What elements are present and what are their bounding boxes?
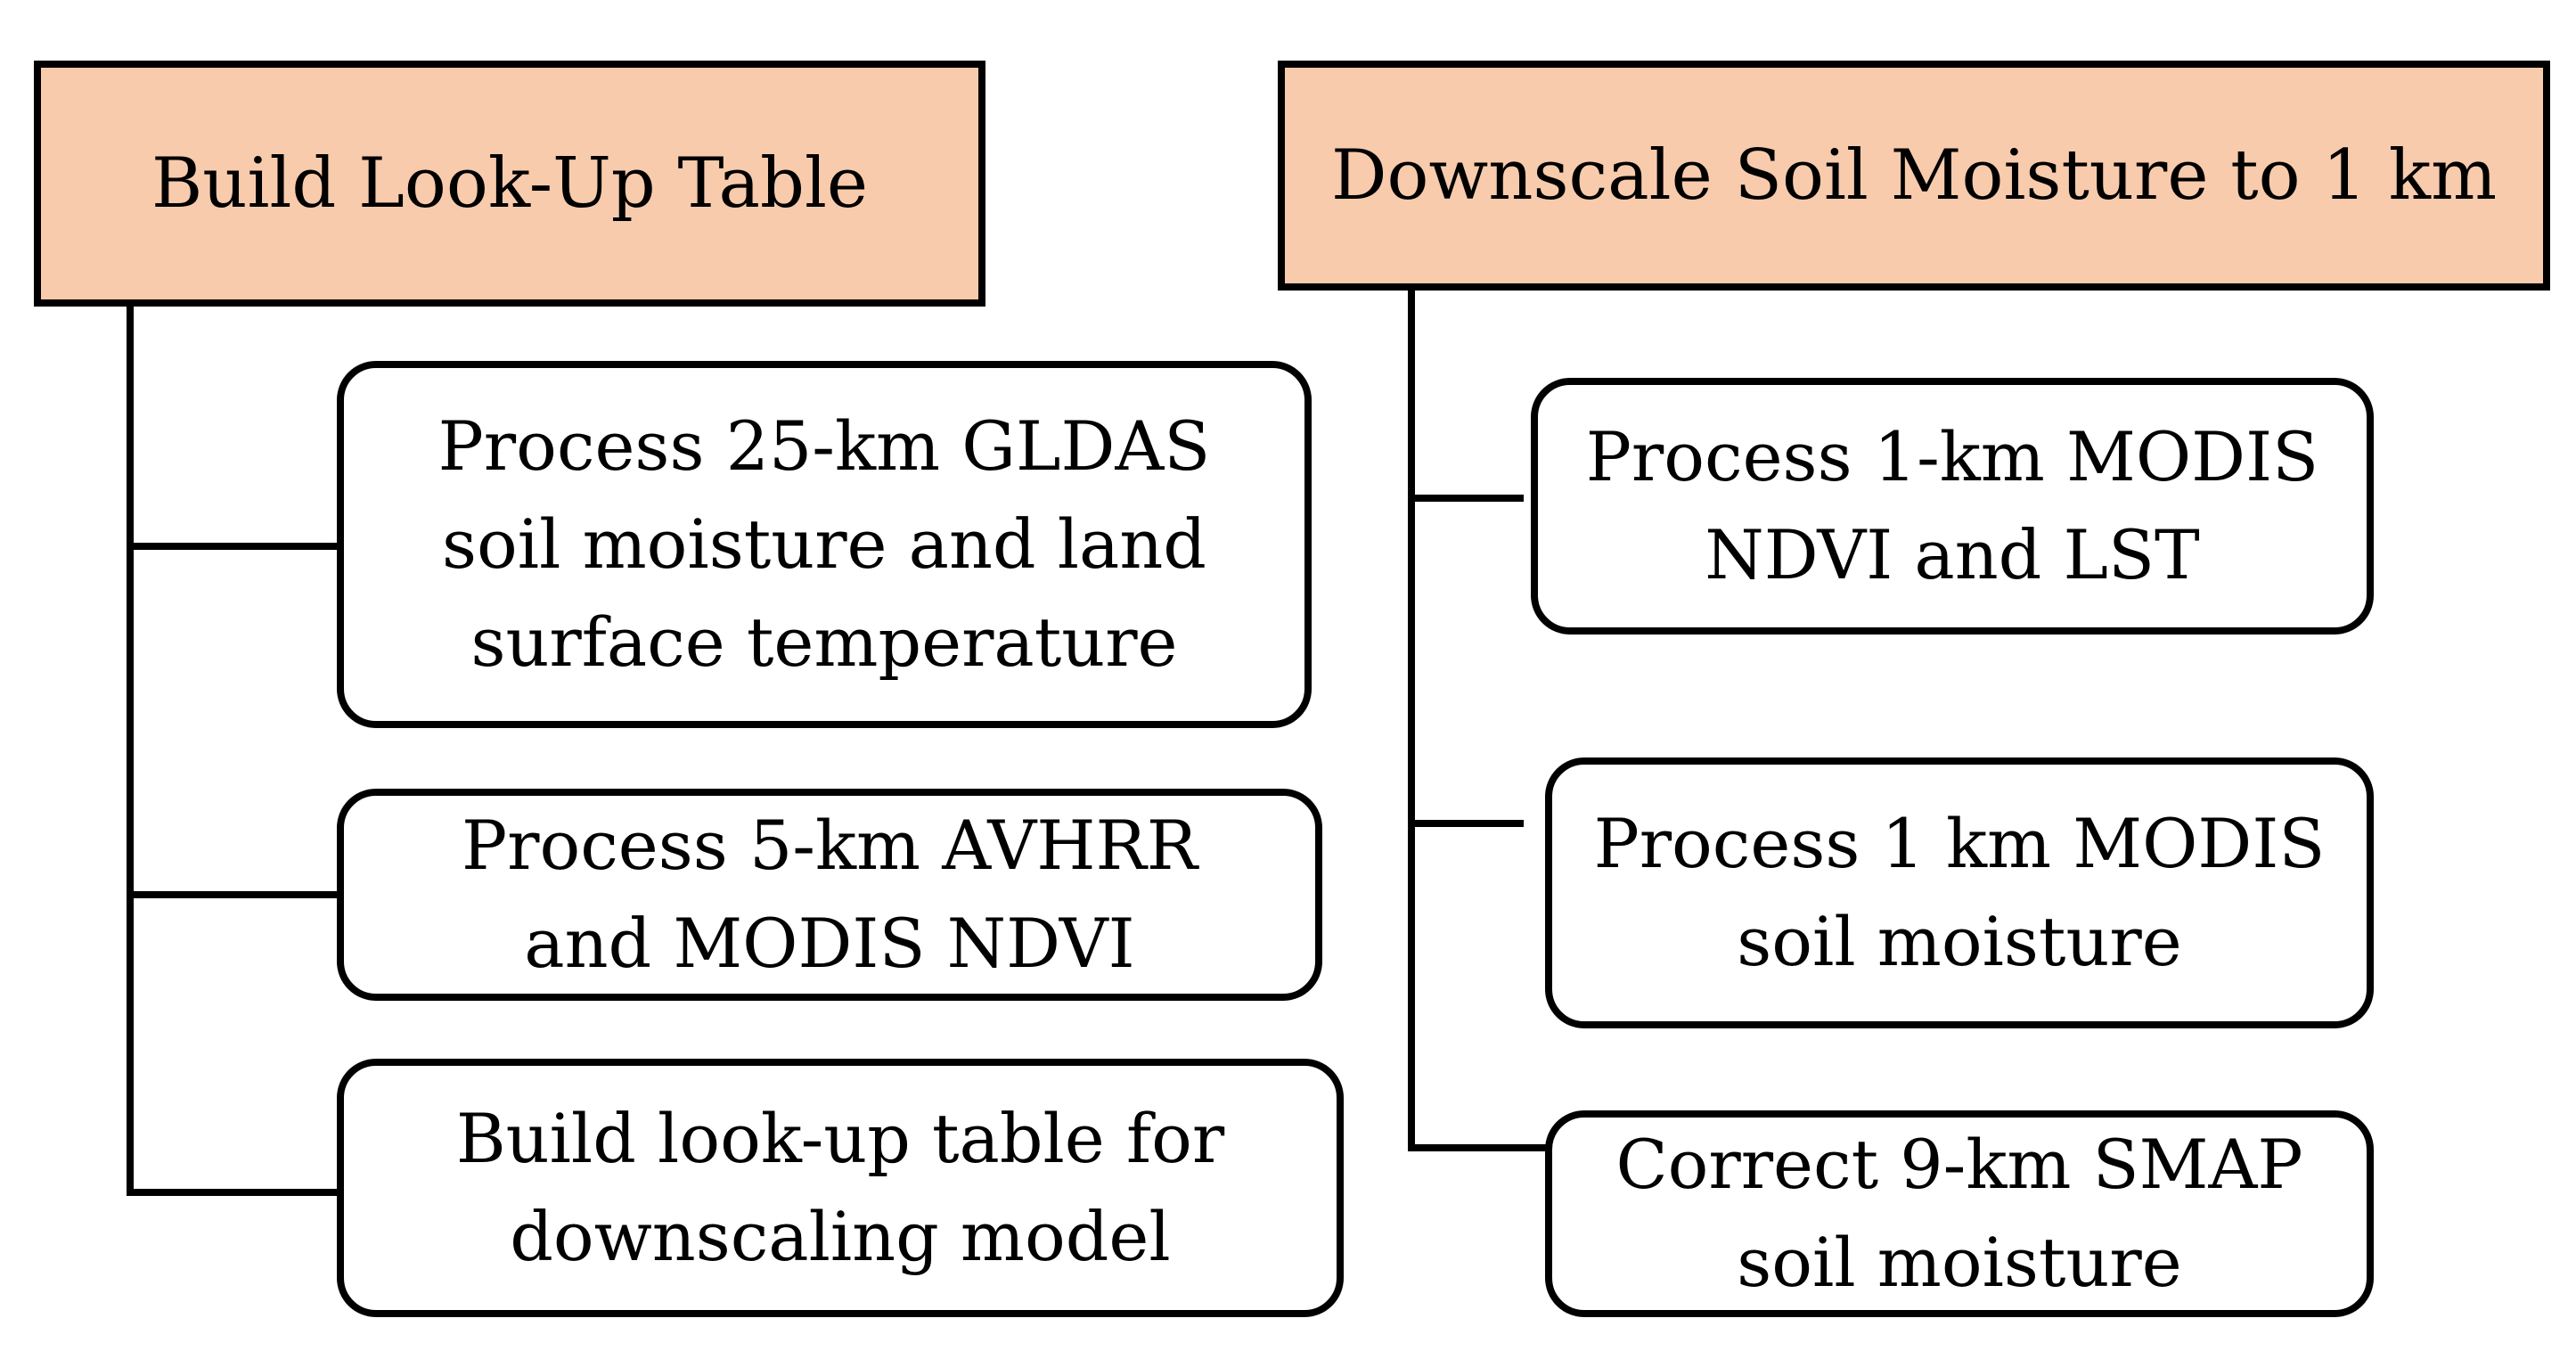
left-step-label-3: Build look-up table for downscaling mode… <box>455 1099 1225 1276</box>
right-step-box-3: Correct 9-km SMAP soil moisture <box>1545 1110 2374 1317</box>
left-step-box-3: Build look-up table for downscaling mode… <box>337 1059 1344 1317</box>
left-branch-connector-3 <box>127 1189 340 1196</box>
left-trunk-connector <box>127 301 134 1196</box>
right-branch-connector-2 <box>1408 820 1524 827</box>
left-step-box-2: Process 5-km AVHRR and MODIS NDVI <box>337 789 1322 1001</box>
right-step-box-1: Process 1-km MODIS NDVI and LST <box>1531 378 2374 635</box>
left-step-box-1: Process 25-km GLDAS soil moisture and la… <box>337 361 1312 728</box>
right-step-label-1: Process 1-km MODIS NDVI and LST <box>1585 417 2319 594</box>
right-header-label: Downscale Soil Moisture to 1 km <box>1330 135 2498 216</box>
left-header-box: Build Look-Up Table <box>34 61 985 307</box>
right-step-label-2: Process 1 km MODIS soil moisture <box>1593 804 2326 981</box>
left-step-label-2: Process 5-km AVHRR and MODIS NDVI <box>462 806 1198 983</box>
right-trunk-connector <box>1408 285 1415 1151</box>
right-header-box: Downscale Soil Moisture to 1 km <box>1278 61 2550 291</box>
right-step-box-2: Process 1 km MODIS soil moisture <box>1545 757 2374 1028</box>
left-step-label-1: Process 25-km GLDAS soil moisture and la… <box>438 406 1211 682</box>
left-branch-connector-2 <box>127 891 340 898</box>
right-branch-connector-1 <box>1408 495 1524 502</box>
right-step-label-3: Correct 9-km SMAP soil moisture <box>1615 1125 2303 1302</box>
right-branch-connector-3 <box>1408 1144 1550 1151</box>
left-branch-connector-1 <box>127 543 340 550</box>
left-header-label: Build Look-Up Table <box>151 143 869 224</box>
